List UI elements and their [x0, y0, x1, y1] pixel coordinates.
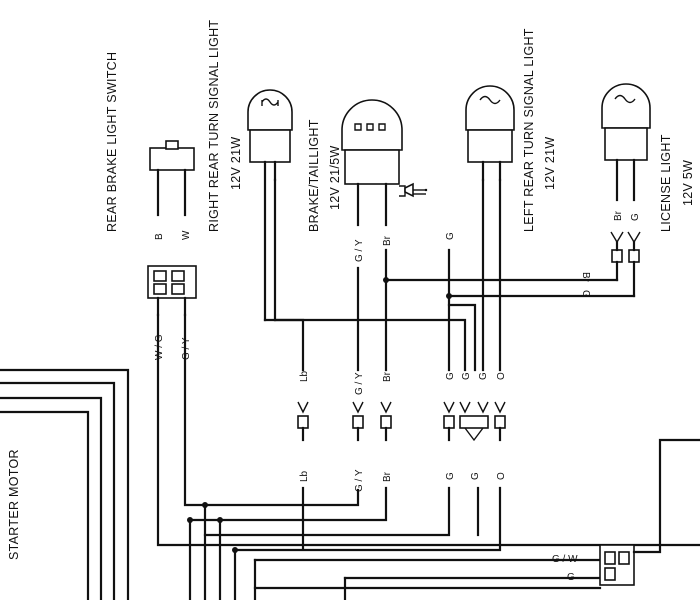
left-turn-bulb: [465, 85, 515, 182]
wire-label-gw: G / W: [552, 554, 578, 565]
wire-label-gy-top: G / Y: [354, 239, 365, 262]
brake-taillight-bulb: [341, 99, 426, 227]
wire-label-o-lower: O: [496, 472, 507, 480]
wire-label-lb-lower: Lb: [299, 470, 310, 482]
wire-label-br-side: Br: [580, 272, 591, 283]
wire-label-g-mid1: G: [445, 372, 456, 380]
starter-name: STARTER MOTOR: [7, 449, 21, 560]
wire-label-g-side: G: [580, 290, 591, 298]
wire-label-o-mid: O: [496, 372, 507, 380]
left-turn-label: LEFT REAR TURN SIGNAL LIGHT 12V 21W: [522, 28, 557, 232]
license-name: LICENSE LIGHT: [659, 134, 673, 232]
brake-tail-name: BRAKE/TAILLIGHT: [307, 119, 321, 232]
bottom-right-connector: G / W G: [552, 438, 700, 586]
upper-wiring: [263, 178, 636, 372]
wire-label-g-lower2: G: [470, 472, 481, 480]
right-turn-label: RIGHT REAR TURN SIGNAL LIGHT 12V 21W: [207, 20, 243, 232]
wire-label-gy-mid: G / Y: [354, 372, 365, 395]
wire-label-g-bottom: G: [567, 572, 575, 583]
wire-label-br-top: Br: [382, 235, 393, 246]
left-turn-name: LEFT REAR TURN SIGNAL LIGHT: [522, 28, 536, 232]
switch-pin-w: W: [181, 230, 192, 240]
brake-tail-rating: 12V 21/5W: [328, 145, 342, 210]
rear-brake-switch: B W: [149, 140, 195, 240]
starter-label: STARTER MOTOR: [7, 449, 21, 560]
wire-label-gy-switch: G / Y: [181, 337, 192, 360]
wire-label-g-mid3: G: [478, 372, 489, 380]
wire-label-br-mid: Br: [382, 371, 393, 382]
license-rating: 12V 5W: [681, 160, 695, 206]
license-label: LICENSE LIGHT 12V 5W: [659, 134, 695, 232]
right-turn-name: RIGHT REAR TURN SIGNAL LIGHT: [207, 20, 221, 232]
switch-connector: W / G G / Y: [147, 265, 197, 360]
right-turn-rating: 12V 21W: [229, 136, 243, 190]
left-feed-wires: [0, 368, 130, 600]
license-connectors: Br G: [580, 231, 641, 298]
wire-label-g-top: G: [445, 232, 456, 240]
wire-label-g-license: G: [630, 213, 641, 221]
brake-tail-label: BRAKE/TAILLIGHT 12V 21/5W: [307, 119, 342, 232]
middle-connector-row: Lb G / Y Br G G G O Lb G / Y Br G G O: [297, 370, 507, 492]
lower-wiring: [156, 313, 700, 600]
wire-label-g-lower1: G: [445, 472, 456, 480]
switch-pin-b: B: [154, 233, 165, 240]
wire-label-br-license: Br: [613, 210, 624, 221]
brake-switch-label: REAR BRAKE LIGHT SWITCH: [105, 52, 119, 232]
right-turn-bulb: [247, 89, 293, 322]
wire-label-lb-upper: Lb: [299, 370, 310, 382]
brake-switch-name: REAR BRAKE LIGHT SWITCH: [105, 52, 119, 232]
wire-label-wg: W / G: [154, 334, 165, 360]
license-bulb: [601, 83, 651, 202]
left-turn-rating: 12V 21W: [543, 136, 557, 190]
wire-label-g-mid2: G: [461, 372, 472, 380]
wire-label-br-lower: Br: [382, 471, 393, 482]
wire-label-gy-lower: G / Y: [354, 469, 365, 492]
